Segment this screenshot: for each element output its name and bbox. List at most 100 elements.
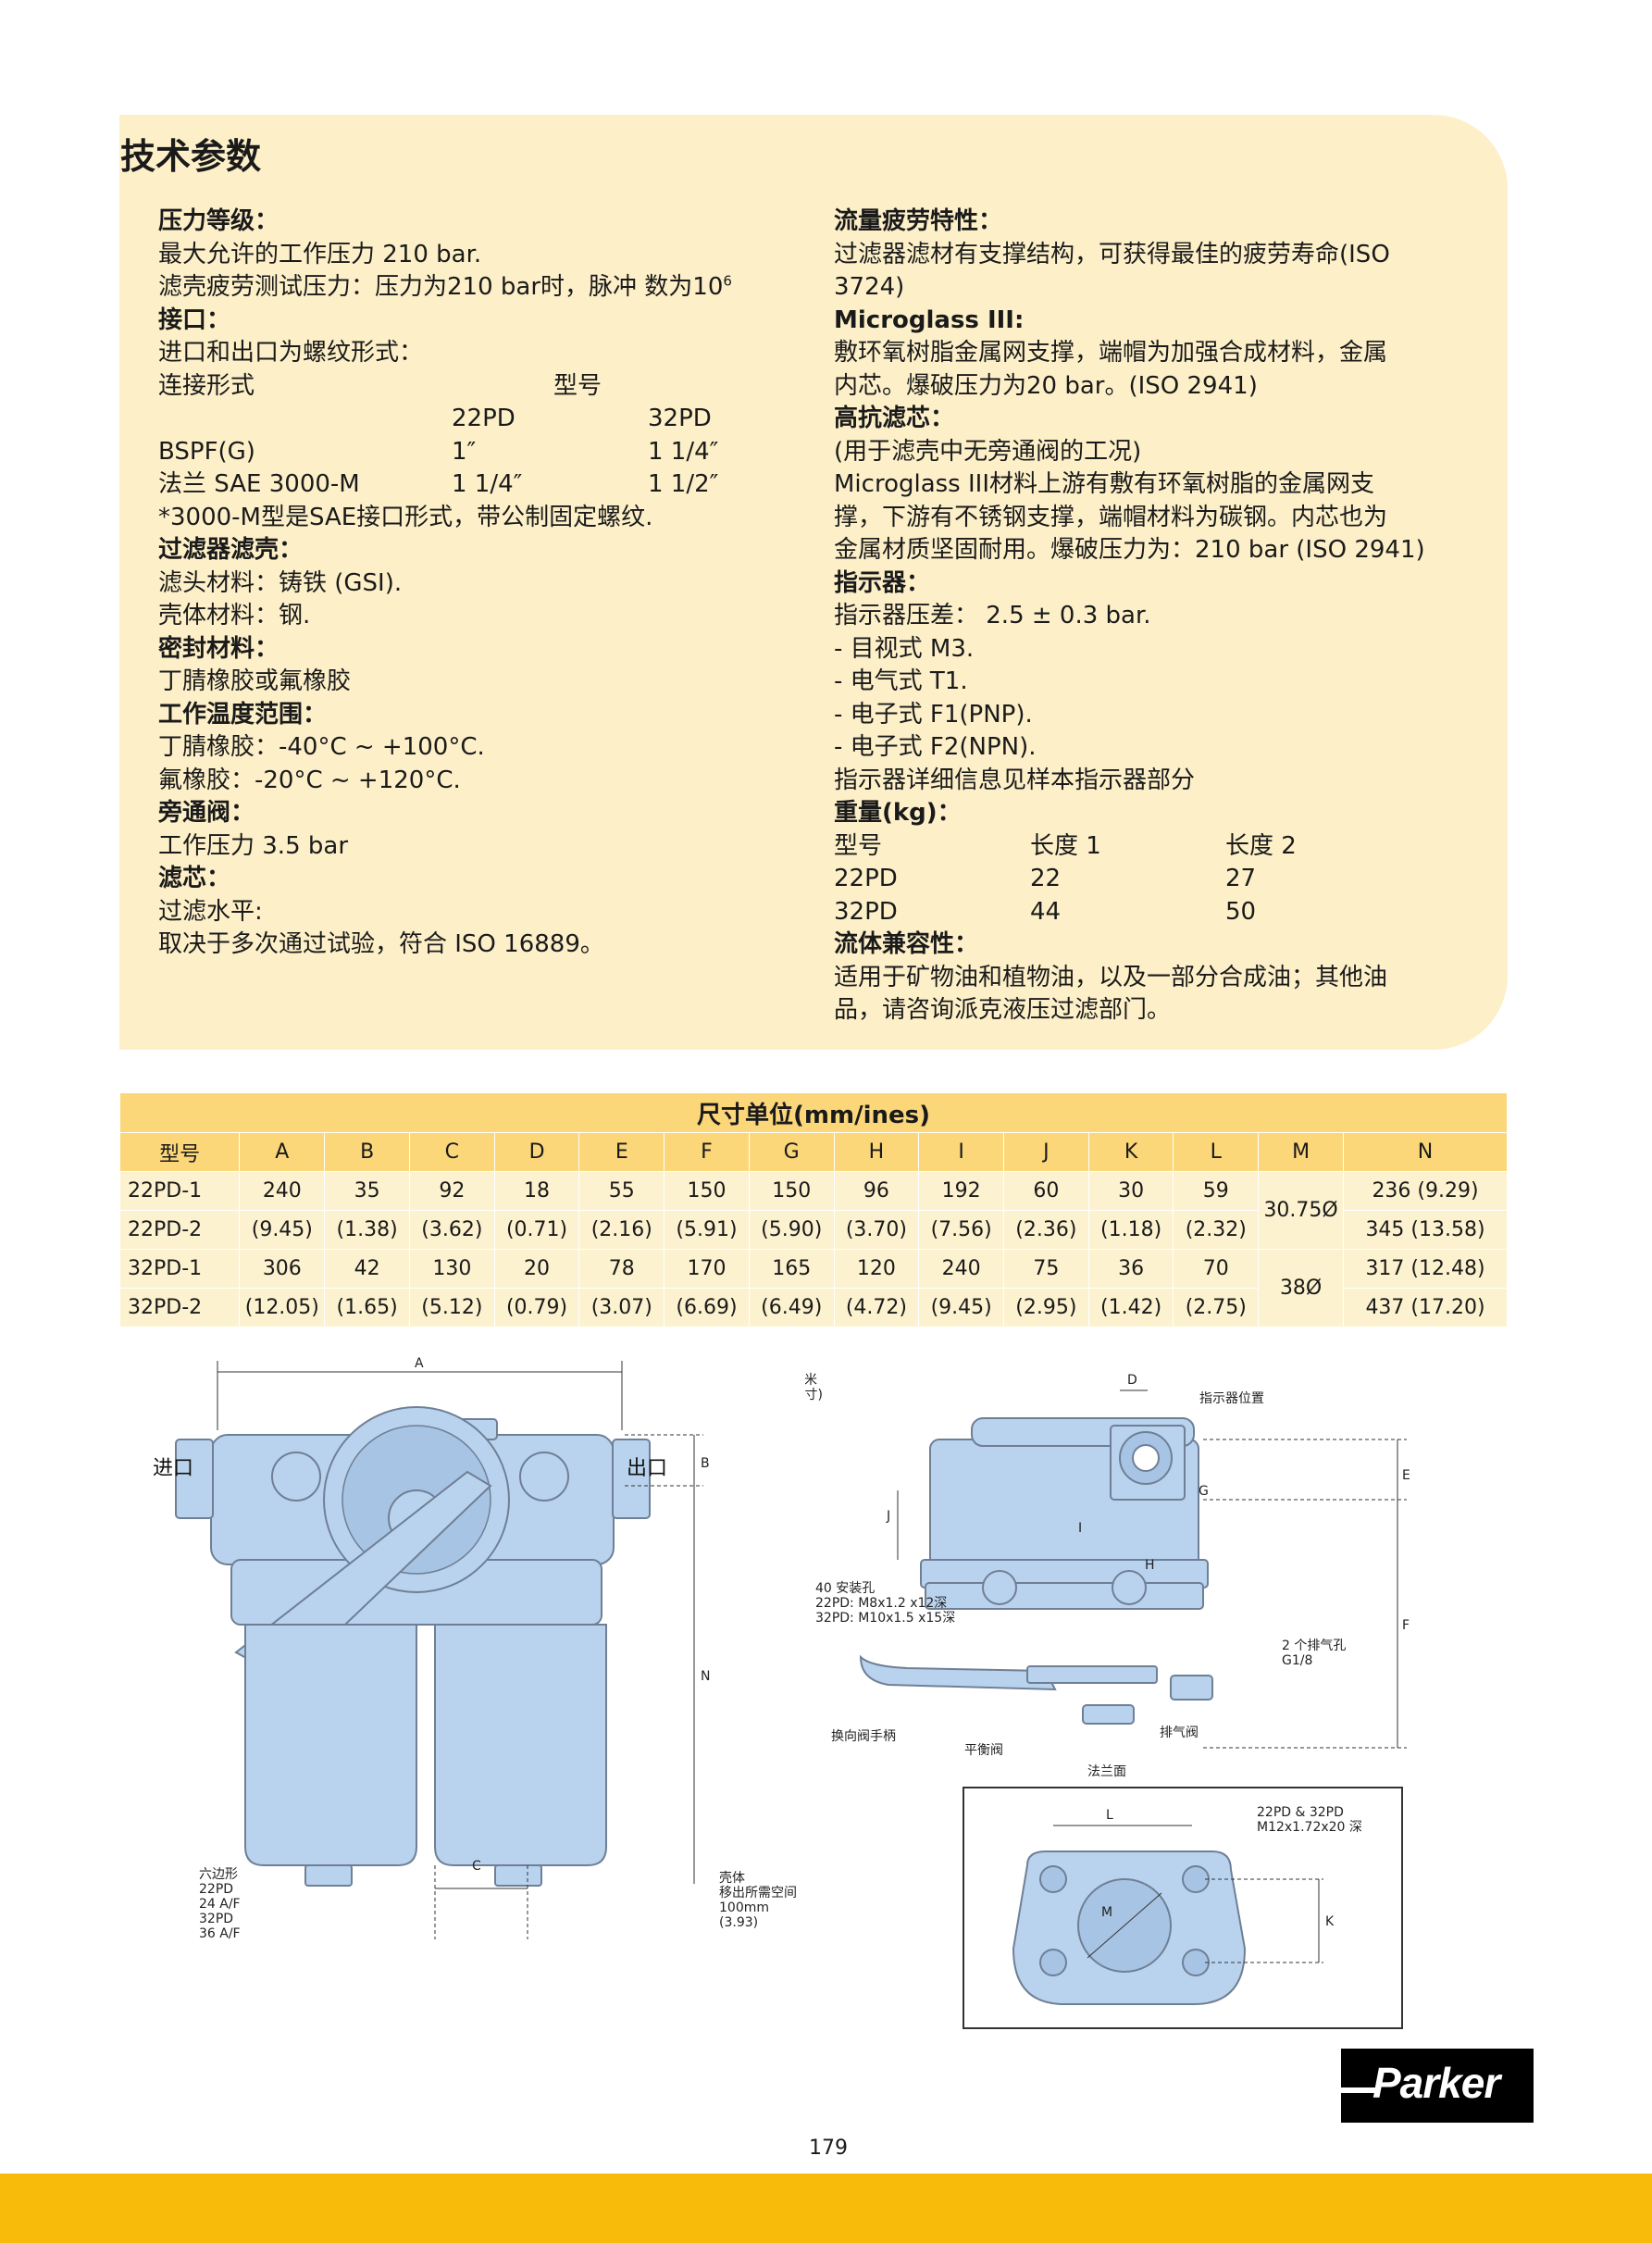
fluid-line: 品，请咨询派克液压过滤部门。 [834, 996, 1172, 1024]
hex-note: 六边形 [199, 1867, 238, 1882]
page-number: 179 [809, 2137, 848, 2160]
indicator-title: 指示器： [834, 568, 931, 597]
col-header: E [578, 1132, 665, 1172]
dim-label-e: E [1402, 1468, 1410, 1483]
indicator-line: 指示器压差： 2.5 ± 0.3 bar. [834, 602, 1151, 629]
ports-note: *3000-M型是SAE接口形式，带公制固定螺纹. [158, 503, 653, 531]
col-header: A [239, 1132, 326, 1172]
hex-note: 32PD [199, 1912, 233, 1926]
dim-label-g: G [1199, 1484, 1209, 1499]
dim-label-b: B [701, 1456, 710, 1471]
ports-line: 进口和出口为螺纹形式： [158, 339, 424, 367]
dim-label-n: N [701, 1669, 710, 1684]
mount-hole-note: 22PD: M8x1.2 x12深 [815, 1596, 947, 1611]
fatigue-line: 过滤器滤材有支撑结构，可获得最佳的疲劳寿命(ISO [834, 240, 1390, 268]
microglass-line: 敷环氧树脂金属网支撑，端帽为加强合成材料，金属 [834, 339, 1388, 367]
pressure-line: 滤壳疲劳测试压力：压力为210 bar时，脉冲 数为106 [158, 272, 732, 301]
high-collapse-line: (用于滤壳中无旁通阀的工况) [834, 437, 1142, 466]
col-header: B [324, 1132, 410, 1172]
ports-models: 22PD 32PD [452, 405, 712, 432]
flange-face-label: 法兰面 [1087, 1764, 1126, 1779]
table-row: 32PD-1 306 42 130 20 78 170 165 120 240 … [118, 1249, 1508, 1327]
spec-right-column: 流量疲劳特性： 过滤器滤材有支撑结构，可获得最佳的疲劳寿命(ISO 3724) … [834, 206, 1482, 1028]
weight-row: 22PD 22 27 [834, 865, 1257, 892]
spec-panel [119, 115, 1508, 1050]
fluid-title: 流体兼容性： [834, 930, 979, 958]
pressure-line: 最大允许的工作压力 210 bar. [158, 240, 482, 268]
col-header: F [664, 1132, 750, 1172]
microglass-line: 内芯。爆破压力为20 bar。(ISO 2941) [834, 371, 1258, 400]
weight-title: 重量(kg)： [834, 799, 962, 827]
units-label: (英寸) [805, 1387, 823, 1402]
housing-line: 滤头材料：铸铁 (GSI). [158, 568, 403, 597]
mount-hole-note: 32PD: M10x1.5 x15深 [815, 1611, 955, 1626]
indicator-item: - 电气式 T1. [834, 667, 968, 695]
dim-label-c: C [472, 1859, 481, 1874]
dim-label-a: A [415, 1356, 424, 1371]
dim-label-m: M [1101, 1905, 1112, 1920]
fluid-line: 适用于矿物油和植物油，以及一部分合成油；其他油 [834, 963, 1388, 991]
col-header: H [833, 1132, 920, 1172]
microglass-title: Microglass III: [834, 305, 1025, 334]
clearance-note: (3.93) [719, 1915, 758, 1930]
weight-row: 32PD 44 50 [834, 897, 1257, 926]
clearance-note: 壳体 [719, 1870, 745, 1886]
temp-title: 工作温度范围： [158, 700, 328, 729]
col-header: J [1003, 1132, 1089, 1172]
dim-label-k: K [1325, 1914, 1335, 1929]
logo-text: Parker [1373, 2059, 1500, 2107]
balance-valve-label: 平衡阀 [964, 1743, 1003, 1758]
fatigue-title: 流量疲劳特性： [834, 207, 1003, 235]
indicator-item: - 电子式 F1(PNP). [834, 700, 1033, 729]
thread-note: M12x1.72x20 深 [1257, 1820, 1362, 1835]
ports-title: 接口： [158, 305, 231, 334]
seal-line: 丁腈橡胶或氟橡胶 [158, 667, 352, 695]
table-row: 32PD-2 (12.05) (1.65) (5.12) (0.79) (3.0… [118, 1288, 1508, 1327]
indicator-note: 指示器详细信息见样本指示器部分 [834, 766, 1196, 794]
parker-logo: Parker [1341, 2049, 1534, 2123]
high-collapse-line: 撑，下游有不锈钢支撑，端帽材料为碳钢。内芯也为 [834, 503, 1388, 531]
dim-label-j: J [886, 1509, 890, 1524]
fatigue-line: 3724) [834, 273, 905, 301]
dimension-table-header: 型号 A B C D E F G H I J K L M N [118, 1132, 1508, 1172]
col-header: C [408, 1132, 495, 1172]
dim-label-i: I [1078, 1521, 1082, 1536]
bypass-title: 旁通阀： [158, 799, 255, 827]
weight-header: 型号 长度 1 长度 2 [834, 831, 1297, 860]
col-header: G [748, 1132, 835, 1172]
high-collapse-title: 高抗滤芯： [834, 405, 955, 432]
clearance-note: 100mm [719, 1900, 769, 1915]
hex-note: 22PD [199, 1882, 233, 1897]
ports-header: 连接形式 型号 [158, 371, 602, 400]
high-collapse-line: Microglass III材料上游有敷有环氧树脂的金属网支 [834, 470, 1374, 498]
inlet-label: 进口 [153, 1457, 193, 1480]
hex-note: 36 A/F [199, 1926, 241, 1941]
temp-line: 氟橡胶：-20°C ~ +120°C. [158, 766, 461, 794]
element-title: 滤芯： [158, 865, 231, 892]
table-row: 22PD-2 (9.45) (1.38) (3.62) (0.71) (2.16… [118, 1210, 1508, 1250]
housing-title: 过滤器滤壳： [158, 536, 304, 564]
col-header: M [1258, 1132, 1345, 1172]
page-title: 技术参数 [120, 136, 262, 177]
indicator-item: - 电子式 F2(NPN). [834, 733, 1037, 761]
front-view-drawing: A 进口 出口 B N C 六边形 22PD 24 A/F 32PD 36 A/… [153, 1356, 797, 1941]
table-row: 22PD-1 240 35 92 18 55 150 150 96 192 60… [118, 1171, 1508, 1250]
clearance-note: 移出所需空间 [719, 1886, 797, 1900]
mount-hole-note: 40 安装孔 [815, 1581, 875, 1596]
ports-row: BSPF(G) 1″ 1 1/4″ [158, 437, 719, 466]
ports-row: 法兰 SAE 3000-M 1 1/4″ 1 1/2″ [158, 470, 719, 498]
high-collapse-line: 金属材质坚固耐用。爆破压力为：210 bar (ISO 2941) [834, 536, 1425, 564]
temp-line: 丁腈橡胶：-40°C ~ +100°C. [158, 733, 485, 761]
col-header: K [1087, 1132, 1174, 1172]
vent-note: G1/8 [1282, 1653, 1312, 1668]
seal-title: 密封材料： [158, 634, 279, 663]
m-cell: 30.75Ø [1258, 1171, 1345, 1250]
col-header: N [1343, 1132, 1508, 1172]
hex-note: 24 A/F [199, 1897, 241, 1912]
flange-drawing: L 22PD & 32PD M12x1.72x20 深 M K [963, 1787, 1403, 2029]
spec-left-column: 压力等级： 最大允许的工作压力 210 bar. 滤壳疲劳测试压力：压力为210… [158, 206, 806, 962]
logo-bar [1341, 2087, 1378, 2093]
bleed-valve-label: 排气阀 [1160, 1726, 1199, 1740]
col-header: D [493, 1132, 580, 1172]
handle-label: 换向阀手柄 [831, 1728, 896, 1744]
